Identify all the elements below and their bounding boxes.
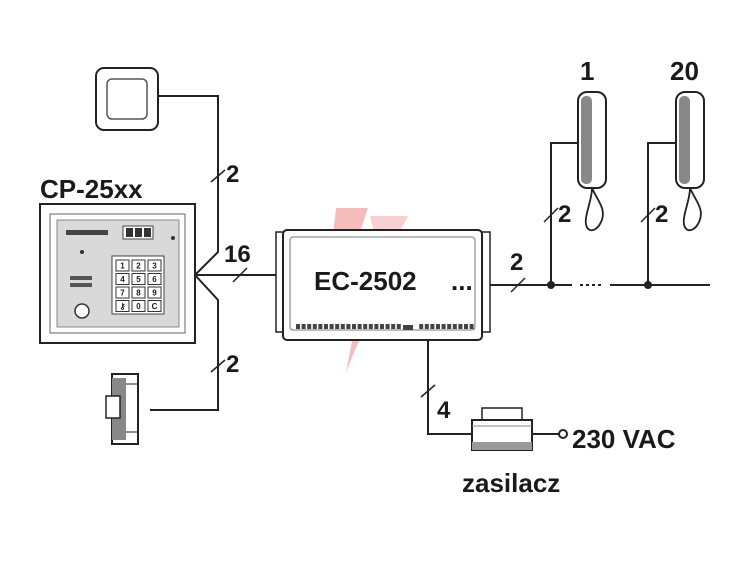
wire-phone-last — [647, 142, 678, 285]
handset-last-number: 20 — [670, 56, 699, 86]
keypad-key: 5 — [131, 273, 146, 285]
panel-label: CP-25xx — [40, 174, 143, 204]
handset-last-device — [675, 91, 705, 232]
keypad-key: C — [147, 300, 162, 312]
terminal-pin — [447, 324, 452, 329]
keypad-key: 3 — [147, 259, 162, 272]
keypad-key-label: 1 — [120, 262, 125, 271]
terminal-pin — [458, 324, 463, 329]
keypad-key: 0 — [131, 300, 146, 312]
wire-count-phone-last: 2 — [655, 201, 668, 228]
keypad-key-label: 9 — [152, 289, 157, 298]
terminal-pin — [335, 324, 340, 329]
keypad-key: 6 — [147, 273, 162, 285]
terminal-pin — [368, 324, 373, 329]
terminal-pin — [363, 324, 368, 329]
terminal-pin — [391, 324, 396, 329]
psu-label: zasilacz — [462, 468, 560, 498]
terminal-pin — [374, 324, 379, 329]
keypad-key-label: 0 — [136, 302, 141, 311]
terminal-pin — [296, 324, 300, 329]
terminal-pin — [301, 324, 306, 329]
wire-button — [158, 95, 219, 276]
electric-lock-device — [105, 373, 139, 445]
mains-terminal — [558, 429, 568, 439]
terminal-pin — [324, 324, 328, 329]
keypad-key: ⚷ — [115, 300, 130, 312]
controller-label: EC-2502 — [314, 266, 417, 296]
keypad-key: 4 — [115, 273, 130, 285]
wire-count-psu: 4 — [437, 397, 451, 424]
exit-button-device — [95, 67, 159, 131]
handset-first-device — [577, 91, 607, 232]
wire-count-panel-bus: 16 — [224, 241, 251, 268]
keypad-key-label: ⚷ — [120, 302, 126, 311]
mains-label: 230 VAC — [572, 424, 676, 454]
terminal-pin — [346, 324, 351, 329]
wire-count-phone-first: 2 — [558, 201, 571, 228]
terminal-pin — [352, 324, 356, 329]
keypad-key-label: 4 — [120, 275, 125, 284]
terminal-pin — [452, 324, 457, 329]
junction-dot-last — [644, 281, 652, 289]
terminal-pin — [464, 324, 468, 329]
cp-panel-device: 1 2 3 4 5 6 7 8 9 ⚷ 0 C — [39, 203, 196, 344]
power-supply-device — [471, 407, 533, 451]
terminal-pin — [385, 324, 390, 329]
terminal-pin — [357, 324, 362, 329]
keypad-key: 7 — [115, 286, 130, 299]
handset-first-number: 1 — [580, 56, 594, 86]
wire-ticks — [210, 169, 656, 398]
terminal-pin — [419, 324, 424, 329]
wire-psu — [427, 340, 472, 435]
keypad-key-label: 3 — [152, 262, 157, 271]
junction-dot-first — [547, 281, 555, 289]
wire-count-output-bus: 2 — [510, 249, 523, 276]
controller-ellipsis: ... — [451, 266, 473, 296]
keypad-key: 2 — [131, 259, 146, 272]
terminal-pin — [430, 324, 435, 329]
keypad-key-label: 7 — [120, 289, 125, 298]
keypad-key: 1 — [115, 259, 130, 272]
keypad-key-label: 6 — [152, 275, 157, 284]
terminal-pin — [380, 324, 384, 329]
terminal-pin — [424, 324, 429, 329]
terminal-pin — [436, 324, 440, 329]
keypad-key-label: 2 — [136, 262, 141, 271]
terminal-strip — [296, 324, 474, 329]
wire-count-button: 2 — [226, 161, 239, 188]
wire-lock — [150, 274, 219, 411]
terminal-pin — [307, 324, 312, 329]
terminal-pin — [318, 324, 323, 329]
terminal-pin — [312, 324, 317, 329]
keypad: 1 2 3 4 5 6 7 8 9 ⚷ 0 C — [115, 259, 162, 312]
keypad-key: 8 — [131, 286, 146, 299]
terminal-pin — [396, 324, 401, 329]
controller-device — [275, 229, 491, 341]
keypad-key: 9 — [147, 286, 162, 299]
keypad-key-label: C — [152, 302, 158, 311]
wire-phone-first — [550, 142, 580, 285]
terminal-pin — [340, 324, 345, 329]
wire-count-lock: 2 — [226, 351, 239, 378]
terminal-pin — [329, 324, 334, 329]
terminal-pin — [441, 324, 446, 329]
wires — [150, 95, 710, 435]
keypad-key-label: 8 — [136, 289, 141, 298]
keypad-key-label: 5 — [136, 275, 141, 284]
terminal-pin — [469, 324, 474, 329]
